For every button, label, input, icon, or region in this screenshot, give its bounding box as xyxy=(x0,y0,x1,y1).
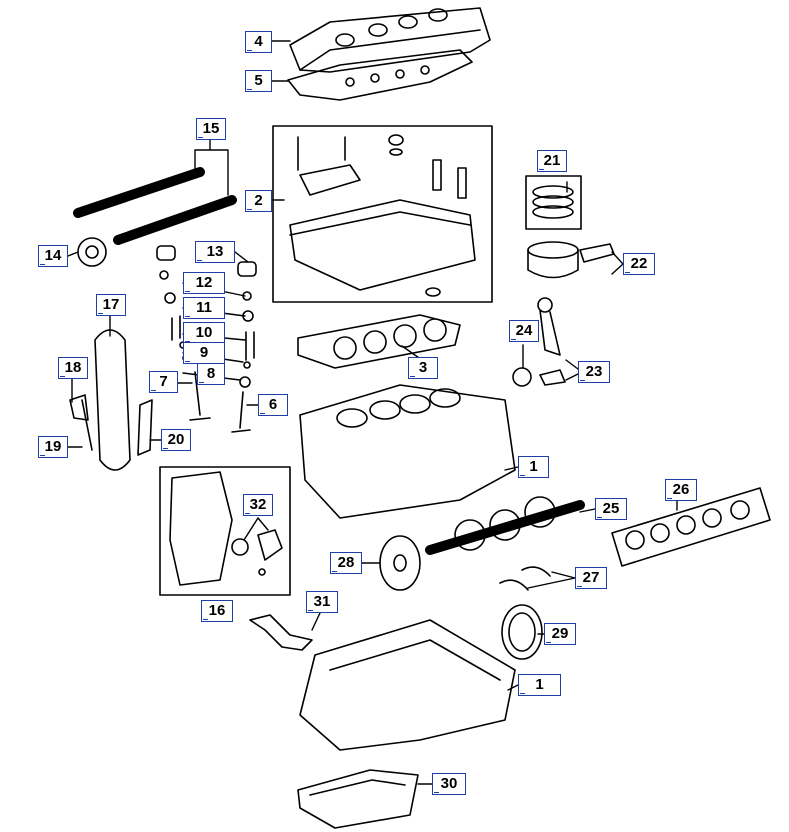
piston-rings xyxy=(532,185,574,219)
callout-22[interactable]: 22 xyxy=(623,253,655,275)
callout-2[interactable]: 2 xyxy=(245,190,272,212)
callout-25[interactable]: 25 xyxy=(595,498,627,520)
crank-pulley xyxy=(379,535,421,591)
callout-23[interactable]: 23 xyxy=(578,361,610,383)
timing-chain xyxy=(69,329,153,471)
callout-14[interactable]: 14 xyxy=(38,245,68,267)
lower-crankcase xyxy=(299,619,516,751)
callout-19[interactable]: 19 xyxy=(38,436,68,458)
callout-12[interactable]: 12 xyxy=(183,272,225,294)
valve-cover-gasket xyxy=(287,49,473,101)
rear-main-seal xyxy=(501,604,543,660)
cam-timing-gear xyxy=(77,237,107,267)
callout-24[interactable]: 24 xyxy=(509,320,539,342)
callout-18[interactable]: 18 xyxy=(58,357,88,379)
callout-29[interactable]: 29 xyxy=(544,623,576,645)
callout-3[interactable]: 3 xyxy=(408,357,438,379)
piston xyxy=(527,241,615,279)
connecting-rod xyxy=(512,297,566,387)
callout-17[interactable]: 17 xyxy=(96,294,126,316)
oil-pickup xyxy=(249,614,313,651)
gasket-holes xyxy=(345,65,430,87)
callout-16[interactable]: 16 xyxy=(201,600,233,622)
callout-7[interactable]: 7 xyxy=(149,371,178,393)
callout-1-block[interactable]: 1 xyxy=(518,456,549,478)
oil-pan xyxy=(297,769,419,829)
valve-cover xyxy=(289,7,491,73)
callout-6[interactable]: 6 xyxy=(258,394,288,416)
callout-1-crankcase[interactable]: 1 xyxy=(518,674,561,696)
piston-rings-box xyxy=(525,175,582,230)
callout-11[interactable]: 11 xyxy=(183,297,225,319)
head-gasket xyxy=(297,314,461,369)
crankshaft xyxy=(425,496,585,555)
callout-4[interactable]: 4 xyxy=(245,31,272,53)
callout-5[interactable]: 5 xyxy=(245,70,272,92)
callout-21[interactable]: 21 xyxy=(537,150,567,172)
callout-9[interactable]: 9 xyxy=(183,342,225,364)
cylinder-head-box xyxy=(272,125,493,303)
cylinder-head xyxy=(289,134,476,297)
callout-27[interactable]: 27 xyxy=(575,567,607,589)
cylinder-block xyxy=(299,384,516,519)
callout-10[interactable]: 10 xyxy=(183,322,225,344)
callout-20[interactable]: 20 xyxy=(161,429,191,451)
callout-15[interactable]: 15 xyxy=(196,118,226,140)
callout-8[interactable]: 8 xyxy=(197,363,225,385)
callout-26[interactable]: 26 xyxy=(665,479,697,501)
timing-cover xyxy=(169,471,283,586)
callout-31[interactable]: 31 xyxy=(306,591,338,613)
callout-30[interactable]: 30 xyxy=(432,773,466,795)
camshafts xyxy=(73,167,237,245)
callout-28[interactable]: 28 xyxy=(330,552,362,574)
thrust-washers xyxy=(499,566,551,591)
timing-cover-box xyxy=(159,466,291,596)
callout-13[interactable]: 13 xyxy=(195,241,235,263)
main-bearings xyxy=(611,487,771,567)
callout-32[interactable]: 32 xyxy=(243,494,273,516)
